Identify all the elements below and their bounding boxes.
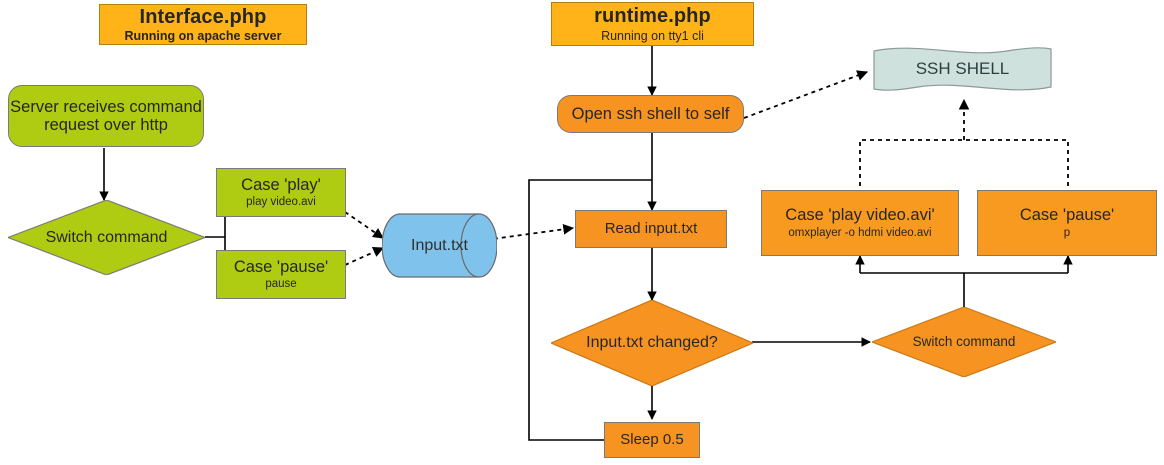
node-case-pause-left[interactable]: Case 'pause' pause	[216, 250, 346, 299]
node-sleep[interactable]: Sleep 0.5	[604, 422, 700, 458]
node-label: Sleep 0.5	[620, 430, 684, 448]
node-server-receives-command[interactable]: Server receives command request over htt…	[8, 85, 204, 147]
node-sublabel: pause	[265, 278, 297, 291]
node-read-input-txt[interactable]: Read input.txt	[575, 210, 727, 248]
node-switch-command-left[interactable]: Switch command	[8, 200, 205, 275]
diamond-shape	[8, 200, 205, 275]
node-sublabel: omxplayer -o hdmi video.avi	[788, 226, 932, 239]
cylinder-shape	[382, 213, 497, 278]
banner-runtime-php: runtime.php Running on tty1 cli	[551, 2, 754, 46]
runtime-subtitle: Running on tty1 cli	[601, 28, 704, 43]
node-label: Case 'play video.avi'	[785, 206, 935, 225]
node-input-txt-changed[interactable]: Input.txt changed?	[551, 300, 753, 386]
node-label: Case 'play'	[241, 175, 321, 194]
node-ssh-shell[interactable]: SSH SHELL	[873, 45, 1052, 93]
node-sublabel: p	[1063, 226, 1071, 239]
node-label: Case 'pause'	[233, 257, 329, 276]
node-label: Read input.txt	[604, 219, 698, 237]
node-case-play-video[interactable]: Case 'play video.avi' omxplayer -o hdmi …	[761, 190, 959, 256]
node-case-play[interactable]: Case 'play' play video.avi	[216, 168, 346, 217]
node-sublabel: play video.avi	[246, 196, 316, 209]
node-label: Switch command	[45, 228, 168, 246]
node-input-txt-file[interactable]: Input.txt	[382, 213, 497, 278]
node-open-ssh-shell[interactable]: Open ssh shell to self	[557, 95, 744, 133]
edge-cases-bus-to-sshshell	[859, 139, 1069, 186]
interface-subtitle: Running on apache server	[124, 29, 282, 44]
edge-case-pause-to-input	[344, 247, 384, 266]
node-label: Case 'pause'	[1019, 206, 1115, 225]
node-label: Open ssh shell to self	[571, 104, 730, 123]
node-case-pause-right[interactable]: Case 'pause' p	[977, 190, 1157, 256]
document-shape	[873, 47, 1052, 91]
edge-case-play-to-input	[344, 211, 384, 239]
banner-interface-php: Interface.php Running on apache server	[99, 4, 307, 45]
interface-title: Interface.php	[139, 5, 267, 28]
node-label: Switch command	[912, 334, 1016, 350]
runtime-title: runtime.php	[594, 5, 711, 28]
edge-openssh-to-sshshell	[743, 70, 869, 119]
diamond-shape	[872, 307, 1056, 377]
node-label: Input.txt changed?	[586, 334, 718, 352]
node-label: Server receives command request over htt…	[10, 97, 202, 134]
node-label: SSH SHELL	[915, 59, 1010, 79]
node-label: Input.txt	[411, 236, 468, 254]
node-switch-command-right[interactable]: Switch command	[872, 307, 1056, 377]
diamond-shape	[551, 300, 753, 386]
